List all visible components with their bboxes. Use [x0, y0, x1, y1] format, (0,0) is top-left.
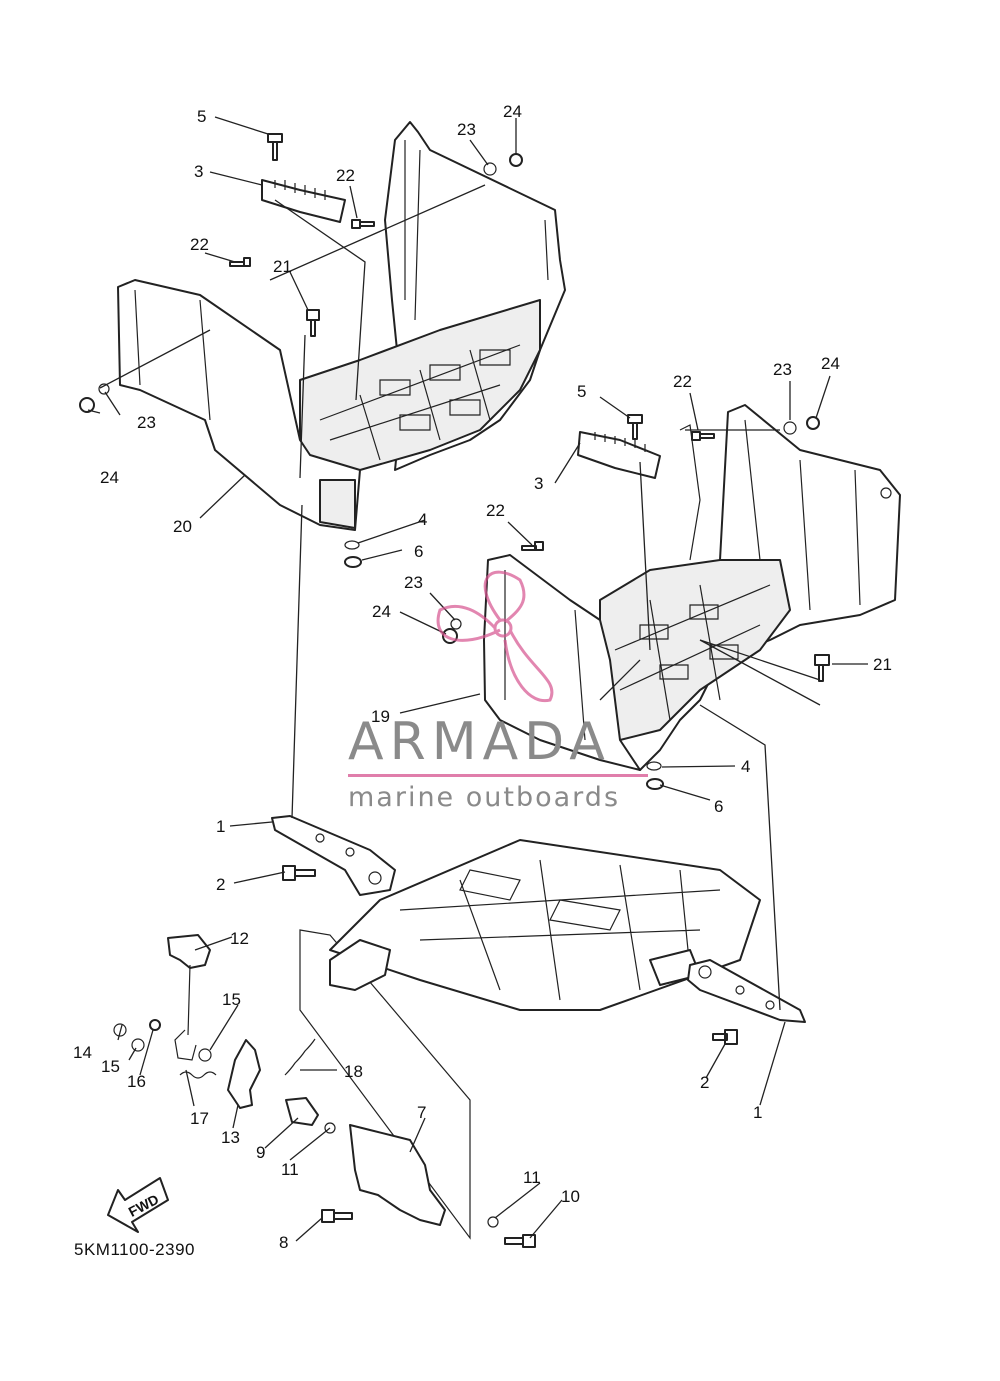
callout-22: 22 [673, 372, 692, 391]
callout-6: 6 [714, 797, 723, 816]
callout-4: 4 [741, 757, 750, 776]
callout-10: 10 [561, 1187, 580, 1206]
callout-13: 13 [221, 1128, 240, 1147]
callout-5: 5 [197, 107, 206, 126]
callout-16: 16 [127, 1072, 146, 1091]
callout-1: 1 [753, 1103, 762, 1122]
callout-24: 24 [372, 602, 391, 621]
callout-8: 8 [279, 1233, 288, 1252]
leader-lines [87, 116, 868, 1242]
left-footrest-bracket [271, 815, 396, 896]
callout-3: 3 [534, 474, 543, 493]
right-footrest-bracket [687, 959, 806, 1023]
watermark-divider [348, 774, 648, 777]
callout-14: 14 [73, 1043, 92, 1062]
watermark-brand: ARMADA [348, 712, 611, 772]
callout-15: 15 [101, 1057, 120, 1076]
callout-17: 17 [190, 1109, 209, 1128]
callout-23: 23 [773, 360, 792, 379]
diagram-code: 5KM1100-2390 [74, 1240, 195, 1259]
callout-22: 22 [190, 235, 209, 254]
callout-7: 7 [417, 1103, 426, 1122]
callout-12: 12 [230, 929, 249, 948]
callout-23: 23 [404, 573, 423, 592]
callout-22: 22 [486, 501, 505, 520]
callout-1: 1 [216, 817, 225, 836]
callout-24: 24 [503, 102, 522, 121]
callout-4: 4 [418, 510, 427, 529]
fwd-direction-arrow: FWD [107, 1177, 169, 1233]
callout-2: 2 [216, 875, 225, 894]
watermark-propeller-icon [436, 570, 554, 703]
callout-15: 15 [222, 990, 241, 1009]
callout-2: 2 [700, 1073, 709, 1092]
hardware [79, 133, 830, 1248]
callout-20: 20 [173, 517, 192, 536]
callout-19: 19 [371, 707, 390, 726]
watermark-tagline: marine outboards [348, 782, 621, 813]
brake-pedal-linkage [113, 934, 499, 1228]
callout-18: 18 [344, 1062, 363, 1081]
callout-22: 22 [336, 166, 355, 185]
callout-24: 24 [821, 354, 840, 373]
callout-6: 6 [414, 542, 423, 561]
callout-3: 3 [194, 162, 203, 181]
callout-21: 21 [273, 257, 292, 276]
callout-11: 11 [523, 1168, 541, 1187]
callout-23: 23 [457, 120, 476, 139]
callout-9: 9 [256, 1143, 265, 1162]
callout-21: 21 [873, 655, 892, 674]
callout-5: 5 [577, 382, 586, 401]
callout-24: 24 [100, 468, 119, 487]
callout-11: 11 [281, 1160, 299, 1179]
callout-23: 23 [137, 413, 156, 432]
